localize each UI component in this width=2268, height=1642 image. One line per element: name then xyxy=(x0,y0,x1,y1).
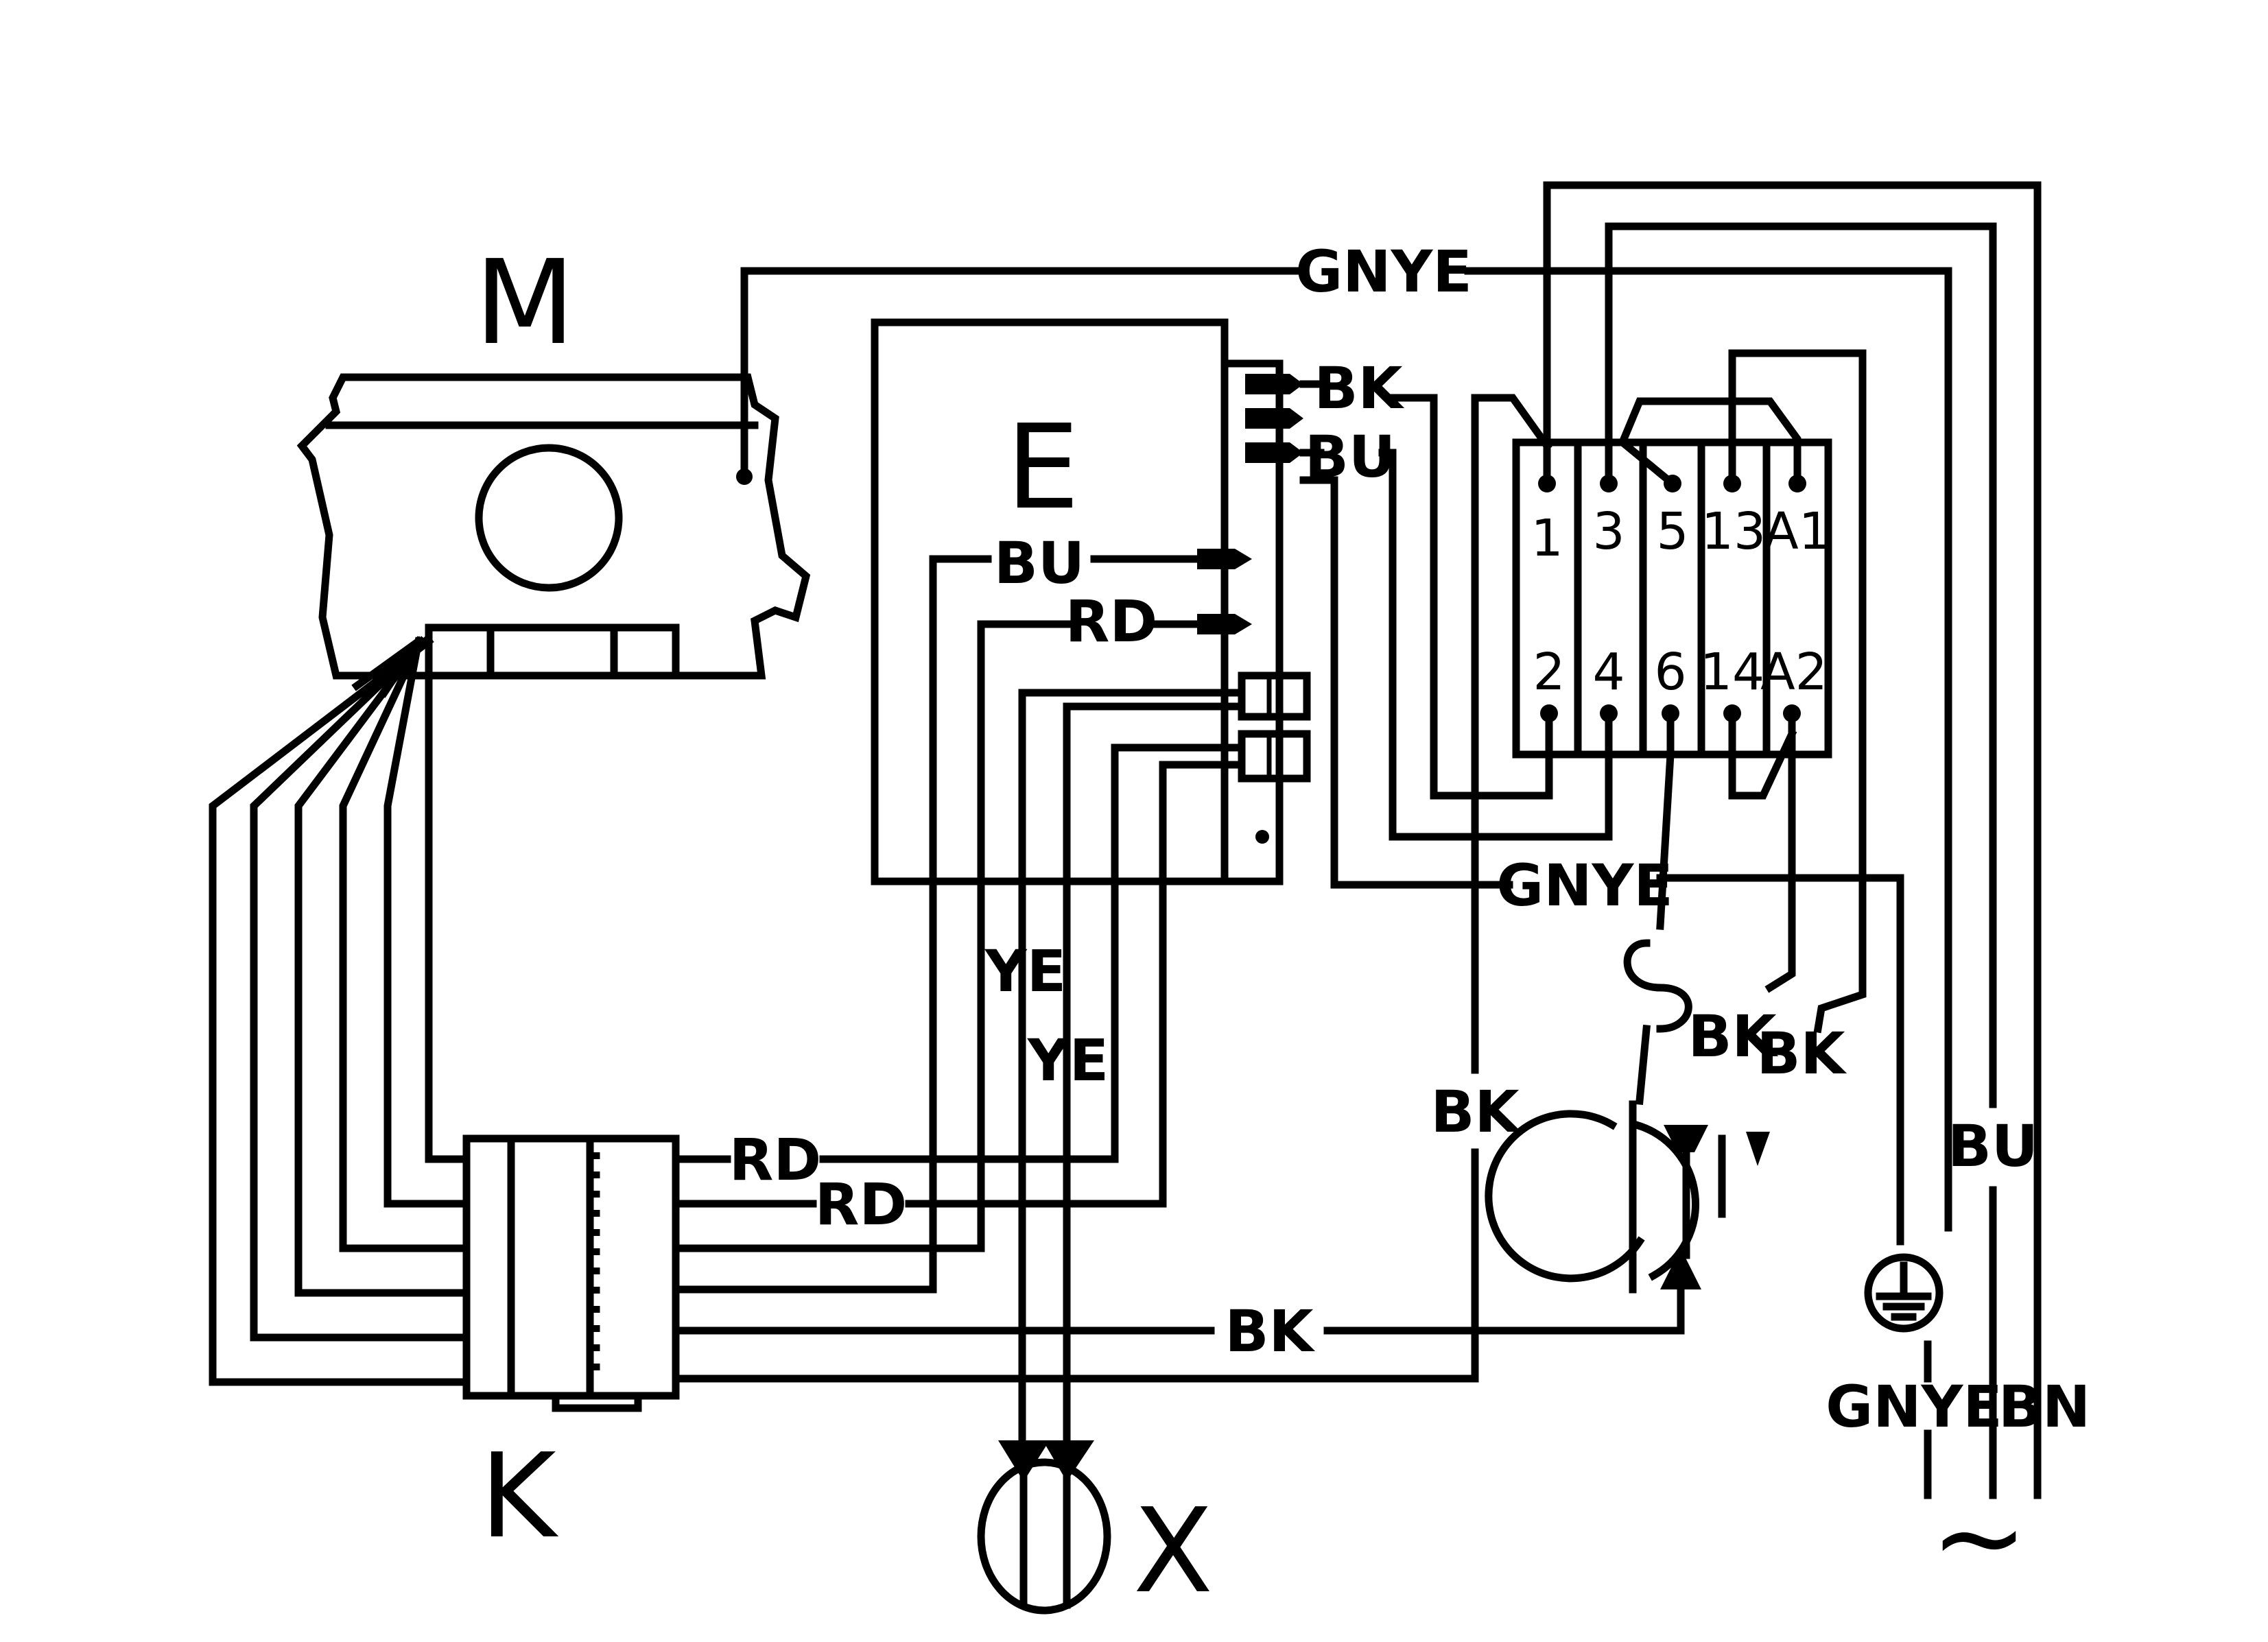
connector-label: K xyxy=(480,1429,559,1564)
label-bk-switch-2: BK xyxy=(1756,1020,1847,1087)
motor-m xyxy=(296,373,811,680)
plug-x xyxy=(977,1440,1111,1615)
label-bu-supply: BU xyxy=(1948,1112,2038,1180)
relay-terminal-a1: A1 xyxy=(1764,502,1831,561)
label-bk-switch-1: BK xyxy=(1688,1003,1778,1070)
relay xyxy=(1512,438,1832,759)
label-rd-k2: RD xyxy=(815,1171,907,1238)
relay-terminal-2: 2 xyxy=(1533,643,1565,702)
label-bn-supply: BN xyxy=(1998,1373,2090,1440)
connector-block-k xyxy=(462,1134,680,1412)
label-gnye-top: GNYE xyxy=(1295,238,1472,305)
relay-terminal-14: 14 xyxy=(1700,643,1764,702)
motor-label: M xyxy=(475,235,576,371)
relay-terminal-1: 1 xyxy=(1531,509,1563,568)
label-ye-2: YE xyxy=(1027,1027,1109,1094)
label-gnye-supply: GNYE xyxy=(1826,1373,2002,1440)
wires xyxy=(672,181,2042,1499)
label-ye-1: YE xyxy=(984,938,1066,1005)
label-bk-controller: BK xyxy=(1314,355,1404,422)
relay-terminal-13: 13 xyxy=(1701,502,1766,561)
label-gnye-mid: GNYE xyxy=(1496,852,1673,919)
relay-terminal-3: 3 xyxy=(1592,502,1625,561)
ac-symbol: ~ xyxy=(1930,1470,2028,1606)
earth-icon xyxy=(1864,1253,1944,1333)
relay-terminal-6: 6 xyxy=(1654,643,1686,702)
wire-relay-13-up xyxy=(1728,349,1867,1034)
label-bk-bottom: BK xyxy=(1225,1298,1315,1365)
motor-harness xyxy=(209,636,471,1386)
controller-label: E xyxy=(1006,400,1079,536)
capacitor-switch xyxy=(1485,1100,1770,1294)
label-bu-controller: BU xyxy=(1305,423,1395,490)
relay-terminal-5: 5 xyxy=(1656,502,1688,561)
label-rd-k1: RD xyxy=(729,1126,821,1193)
relay-terminal-a2: A2 xyxy=(1760,643,1828,702)
plug-label: X xyxy=(1133,1484,1213,1619)
label-bk-vertical: BK xyxy=(1430,1078,1521,1145)
controller-e xyxy=(871,318,1311,885)
label-rd-inner: RD xyxy=(1065,588,1157,655)
label-bu-inner: BU xyxy=(994,530,1085,597)
relay-terminal-4: 4 xyxy=(1592,643,1625,702)
wire-relay-5-13 xyxy=(1618,397,1802,489)
